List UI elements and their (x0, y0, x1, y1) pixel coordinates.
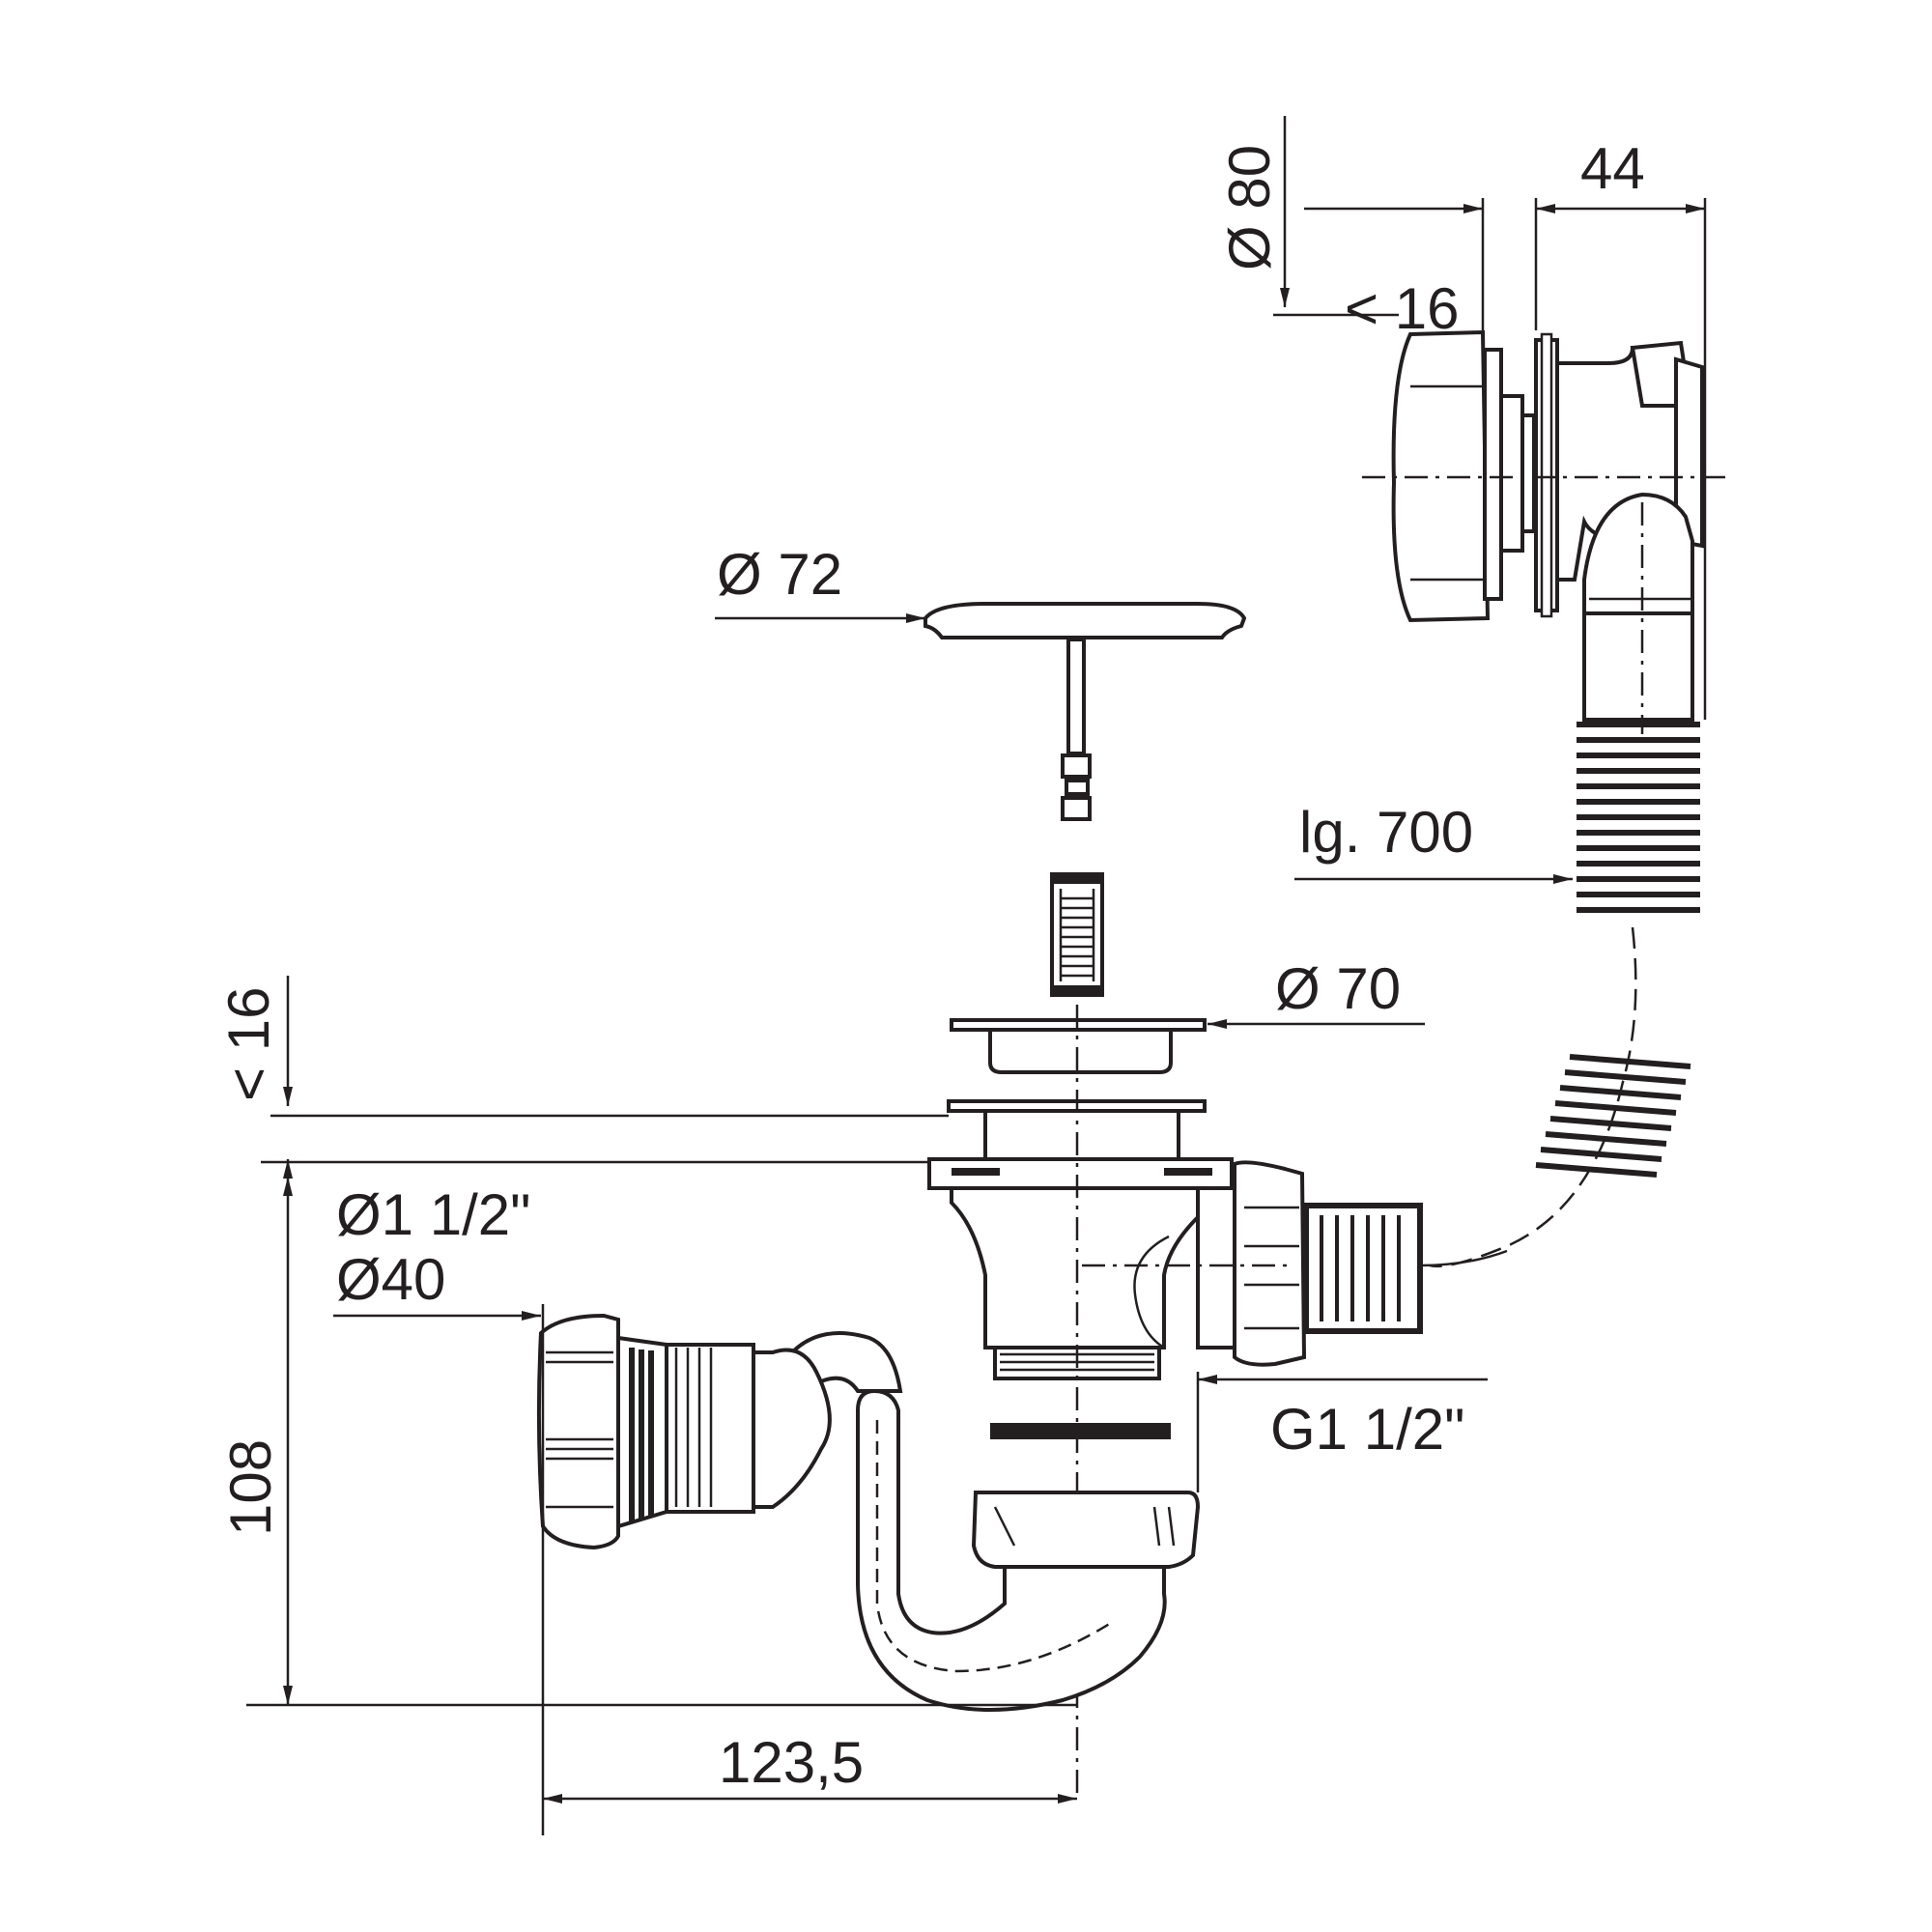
plug-diameter-label: Ø 72 (717, 542, 842, 607)
waste-flange-diameter-label: Ø 70 (1275, 956, 1401, 1021)
overflow-assembly (1362, 329, 1729, 734)
dimension-lines (246, 116, 1707, 1835)
hose-length-label: lg. 700 (1299, 800, 1473, 865)
trap (536, 1313, 1201, 1712)
outlet-size-mm-label: Ø40 (336, 1247, 445, 1312)
overflow-hose (1429, 722, 1700, 1268)
trap-width-label: 123,5 (719, 1730, 864, 1795)
thread-size-label: G1 1/2" (1270, 1397, 1464, 1462)
outlet-size-inch-label: Ø1 1/2" (336, 1182, 530, 1247)
plug-assembly (923, 602, 1247, 997)
waste-body (927, 1005, 1508, 1797)
overflow-width-label: 44 (1580, 136, 1645, 201)
waste-depth-label: < 16 (216, 987, 281, 1101)
trap-height-label: 108 (218, 1439, 283, 1536)
overflow-diameter-label: Ø 80 (1217, 145, 1282, 270)
overflow-depth-label: < 16 (1345, 276, 1459, 341)
